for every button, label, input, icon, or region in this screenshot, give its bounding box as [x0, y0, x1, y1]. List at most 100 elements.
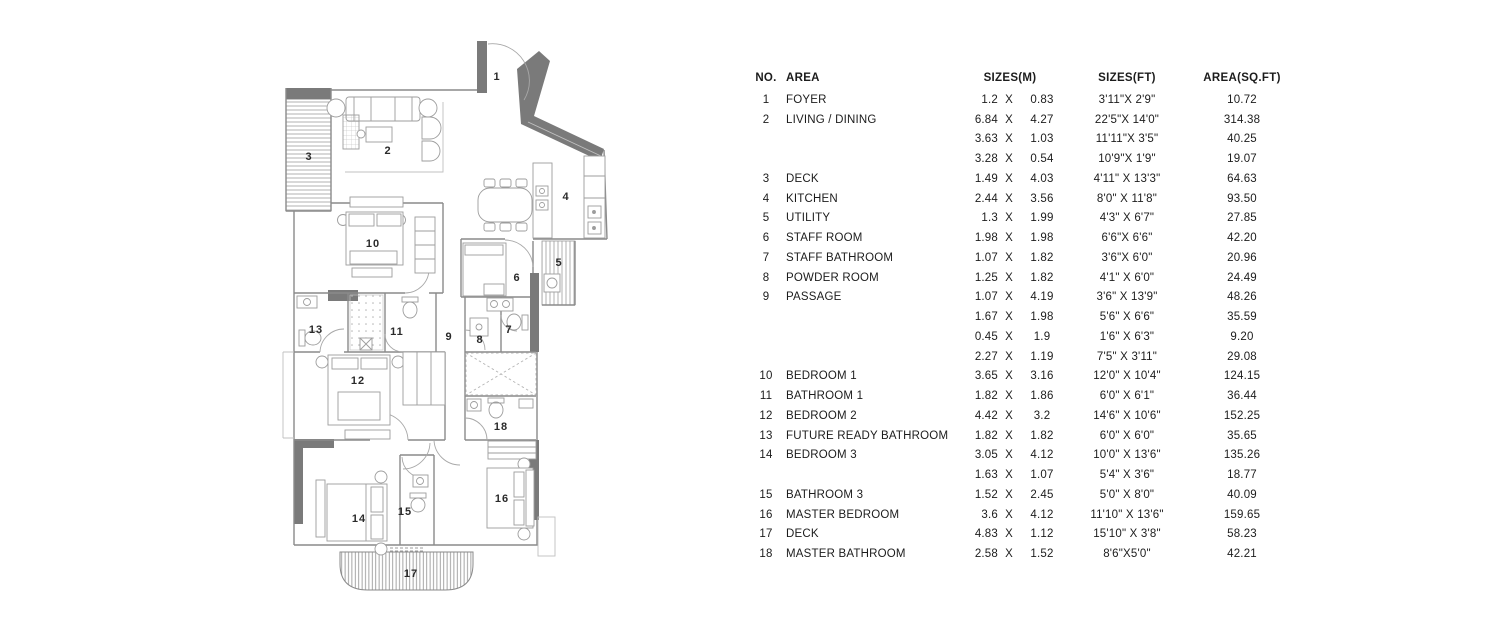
- toilet: [521, 314, 529, 331]
- cell-ft: 8'6"X5'0": [1103, 548, 1151, 561]
- washbasin: [466, 398, 482, 412]
- room-label-15: 15: [398, 506, 412, 518]
- cell-ft: 3'11"X 2'9": [1098, 93, 1156, 106]
- room-label-12: 12: [351, 375, 365, 387]
- toilet: [409, 492, 427, 499]
- cell-no: 4: [762, 192, 770, 205]
- cell-m2: 1.99: [1030, 212, 1054, 225]
- cell-m1: 1.25: [974, 271, 998, 284]
- cell-m1: 1.49: [974, 172, 998, 185]
- cell-sqft: 48.26: [1227, 291, 1257, 304]
- room-label-1: 1: [493, 71, 500, 83]
- cell-m2: 1.82: [1030, 251, 1054, 264]
- cell-sqft: 42.21: [1227, 548, 1257, 561]
- cell-x: X: [1005, 469, 1013, 482]
- cell-sqft: 24.49: [1227, 271, 1257, 284]
- cell-m1: 2.58: [974, 548, 998, 561]
- bench: [351, 267, 393, 278]
- cell-sqft: 124.15: [1223, 370, 1261, 383]
- cell-no: 8: [762, 271, 770, 284]
- cell-m1: 6.84: [974, 113, 998, 126]
- cell-m2: 1.86: [1030, 390, 1054, 403]
- cell-sqft: 93.50: [1227, 192, 1257, 205]
- cell-sqft: 159.65: [1223, 508, 1261, 521]
- cell-area: MASTER BEDROOM: [786, 508, 900, 521]
- cell-no: 14: [759, 449, 773, 462]
- furniture: [296, 96, 606, 556]
- cell-ft: 22'5"X 14'0": [1094, 113, 1160, 126]
- cell-x: X: [1005, 212, 1013, 225]
- cell-m2: 4.03: [1030, 172, 1054, 185]
- wardrobe: [315, 479, 326, 538]
- cell-ft: 14'6" X 10'6": [1093, 409, 1161, 422]
- cell-m1: 1.82: [974, 390, 998, 403]
- cell-no: 3: [762, 172, 770, 185]
- cell-m1: 2.44: [974, 192, 998, 205]
- cell-x: X: [1005, 271, 1013, 284]
- cell-m1: 3.65: [974, 370, 998, 383]
- cell-no: 1: [762, 93, 770, 106]
- cell-m2: 3.56: [1030, 192, 1054, 205]
- cell-ft: 15'10" X 3'8": [1093, 528, 1161, 541]
- cell-area: BATHROOM 3: [786, 488, 864, 501]
- header-area: AREA: [786, 72, 820, 84]
- cell-m2: 1.03: [1030, 133, 1054, 146]
- cell-m1: 3.05: [974, 449, 998, 462]
- room-label-18: 18: [494, 421, 508, 433]
- cell-area: BATHROOM 1: [786, 390, 864, 403]
- cell-x: X: [1005, 192, 1013, 205]
- cell-sqft: 10.72: [1227, 93, 1257, 106]
- cell-x: X: [1005, 409, 1013, 422]
- room-label-17: 17: [404, 568, 418, 580]
- cell-ft: 7'5" X 3'11": [1096, 350, 1158, 363]
- cell-m1: 3.6: [981, 508, 998, 521]
- cell-area: DECK: [786, 172, 819, 185]
- room-label-9: 9: [445, 331, 452, 343]
- rug: [342, 114, 360, 150]
- cell-m2: 1.19: [1030, 350, 1054, 363]
- cell-ft: 5'4" X 3'6": [1099, 469, 1155, 482]
- cell-ft: 6'6"X 6'6": [1101, 232, 1153, 245]
- coffee-table: [365, 126, 393, 143]
- cell-sqft: 20.96: [1227, 251, 1257, 264]
- cell-m1: 1.63: [974, 469, 998, 482]
- cell-no: 16: [759, 508, 773, 521]
- cell-area: POWDER ROOM: [786, 271, 879, 284]
- header-sizes-m: SIZES(M): [983, 72, 1037, 84]
- cell-area: STAFF BATHROOM: [786, 251, 894, 264]
- cell-m2: 1.98: [1030, 311, 1054, 324]
- cell-area: FOYER: [786, 93, 827, 106]
- cell-ft: 8'0" X 11'8": [1096, 192, 1158, 205]
- cell-x: X: [1005, 291, 1013, 304]
- cell-m1: 0.45: [974, 330, 998, 343]
- room-label-8: 8: [476, 334, 483, 346]
- cell-m2: 1.07: [1030, 469, 1054, 482]
- cell-x: X: [1005, 93, 1013, 106]
- cell-sqft: 64.63: [1227, 172, 1257, 185]
- cell-m1: 2.27: [974, 350, 998, 363]
- cell-ft: 6'0" X 6'1": [1099, 390, 1155, 403]
- cell-sqft: 27.85: [1227, 212, 1257, 225]
- cell-ft: 1'6" X 6'3": [1099, 330, 1155, 343]
- cell-m1: 4.42: [974, 409, 998, 422]
- cell-ft: 4'11" X 13'3": [1093, 172, 1161, 185]
- cell-sqft: 9.20: [1230, 330, 1254, 343]
- side-table: [326, 98, 346, 118]
- cell-no: 5: [762, 212, 770, 225]
- header-sizes-ft: SIZES(FT): [1098, 72, 1156, 84]
- wardrobe: [402, 351, 446, 406]
- armchair: [421, 116, 442, 140]
- cell-x: X: [1005, 153, 1013, 166]
